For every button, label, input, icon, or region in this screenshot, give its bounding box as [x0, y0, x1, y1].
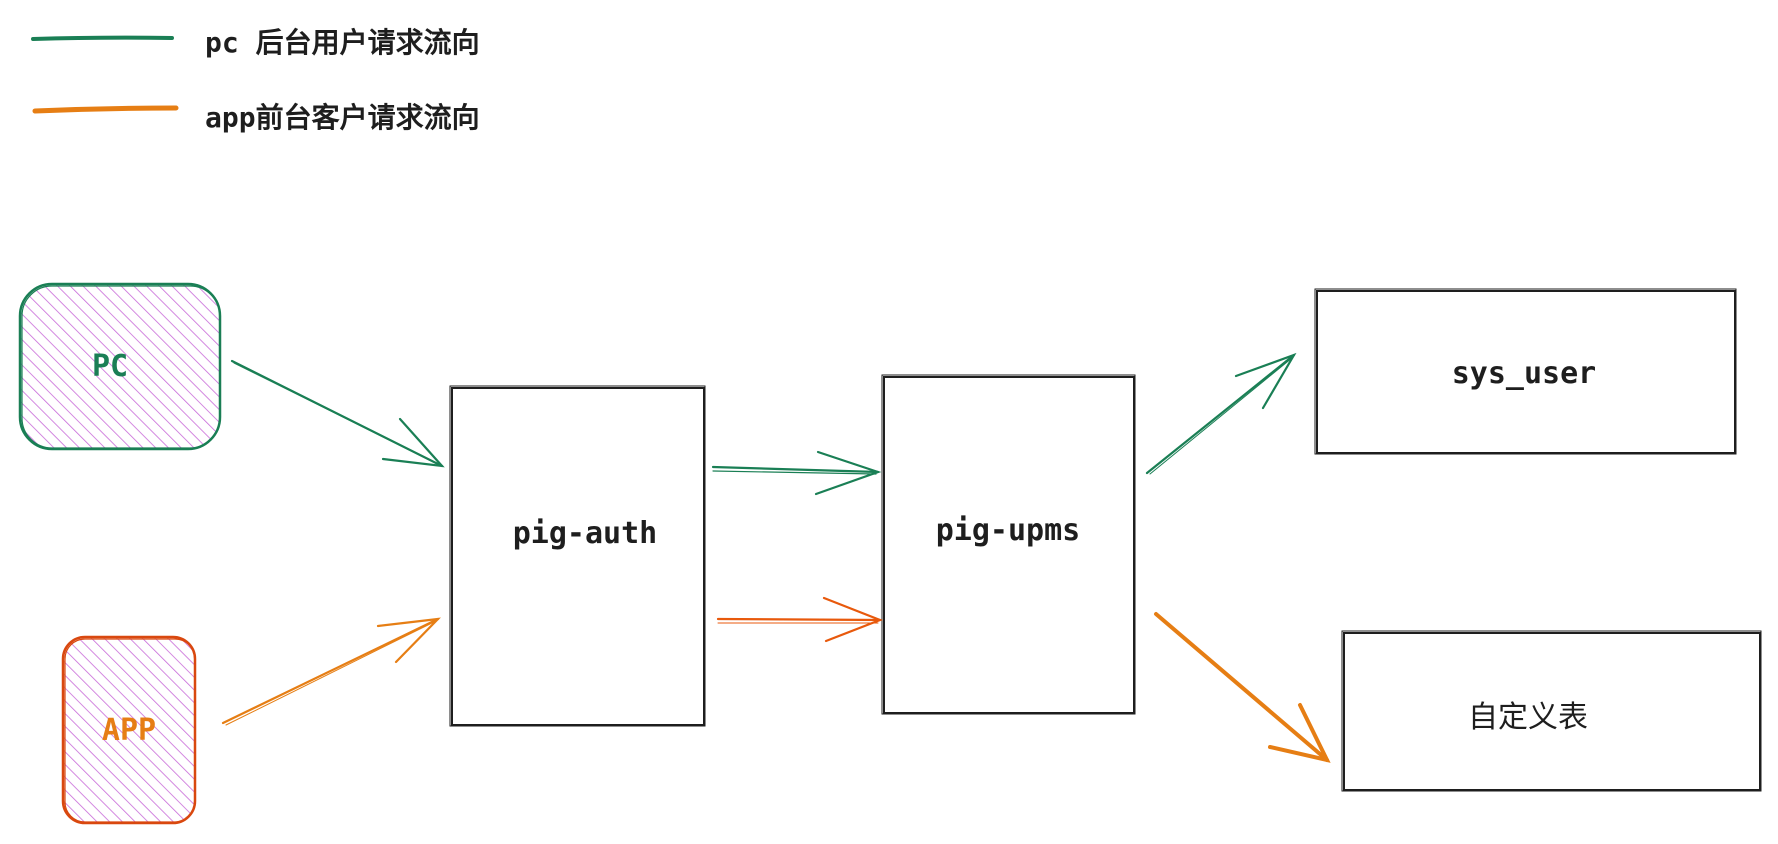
app-node: APP	[61, 635, 197, 825]
pig-auth-box: pig-auth	[449, 385, 706, 727]
legend-item-pc: pc 后台用户请求流向	[31, 26, 480, 59]
arrow-pc-to-auth	[230, 359, 445, 468]
arrow-upms-to-custom-table	[1154, 612, 1331, 763]
custom-table-label: 自定义表	[1468, 700, 1588, 735]
legend-line-app	[32, 105, 179, 114]
sys-user-label: sys_user	[1452, 356, 1597, 391]
legend-label-pc: pc 后台用户请求流向	[205, 26, 480, 59]
legend-item-app: app前台客户请求流向	[32, 101, 480, 134]
pig-upms-label: pig-upms	[936, 513, 1081, 548]
pig-upms-box: pig-upms	[881, 374, 1136, 715]
legend-line-pc	[31, 35, 174, 41]
custom-table-box: 自定义表	[1341, 630, 1762, 792]
pc-node: PC	[18, 282, 222, 451]
sys-user-box: sys_user	[1314, 288, 1737, 455]
arrow-auth-to-upms-pc	[711, 450, 882, 496]
app-node-label: APP	[102, 713, 156, 748]
arrow-app-to-auth	[221, 617, 441, 726]
legend-label-app: app前台客户请求流向	[205, 101, 480, 134]
arrow-auth-to-upms-app	[716, 596, 884, 643]
arrow-upms-to-sys-user	[1145, 352, 1297, 475]
pig-auth-label: pig-auth	[513, 516, 658, 551]
legend: pc 后台用户请求流向 app前台客户请求流向	[31, 26, 480, 134]
pc-node-label: PC	[92, 349, 128, 384]
